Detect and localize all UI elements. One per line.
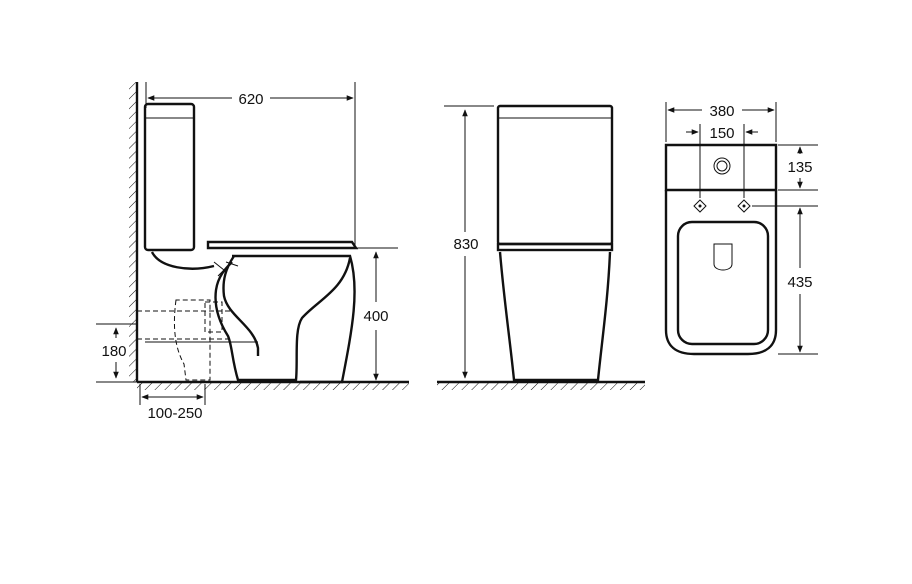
dim-wall-distance: 100-250: [139, 384, 206, 422]
dim-seat-height: 400: [356, 247, 398, 381]
dim-hole-spacing: 150: [686, 124, 758, 198]
dim-label-100-250: 100-250: [147, 405, 202, 422]
dim-total-height: 830: [444, 105, 494, 379]
dim-label-180: 180: [101, 343, 126, 360]
fixing-hole-left: [693, 199, 707, 213]
dim-width: 380: [665, 102, 777, 142]
floor-hatch-side: [137, 380, 409, 390]
side-view: 620 400 180 100-250: [96, 82, 409, 422]
dim-label-150: 150: [709, 125, 734, 142]
seat-front: [496, 242, 614, 252]
inlet-detail: [213, 261, 239, 277]
dim-outlet-height: 180: [96, 323, 137, 383]
bowl-body-side: [150, 251, 356, 384]
trapway-side: [214, 255, 352, 382]
bowl-opening-top: [676, 220, 770, 346]
seat-side: [206, 240, 359, 250]
dim-label-620: 620: [238, 91, 263, 108]
top-view: 380 150 135 435: [664, 102, 818, 356]
dim-tank-depth: 135: [778, 144, 818, 191]
dim-label-830: 830: [453, 236, 478, 253]
cistern-top: [664, 143, 778, 192]
front-view: 830: [437, 104, 645, 390]
dim-bowl-length: 435: [752, 205, 818, 355]
flush-button-icon: [713, 157, 731, 175]
cistern-side: [143, 102, 196, 252]
drain-top: [713, 243, 733, 271]
bowl-outline-top: [664, 190, 778, 356]
outlet-dashed: [137, 299, 230, 381]
fixing-hole-right: [737, 199, 751, 213]
wall-hatch: [129, 82, 139, 382]
dim-label-380: 380: [709, 103, 734, 120]
dim-label-135: 135: [787, 159, 812, 176]
dim-overall-depth: 620: [145, 82, 356, 248]
dim-label-435: 435: [787, 274, 812, 291]
pedestal-front: [498, 251, 612, 382]
dim-label-400: 400: [363, 308, 388, 325]
cistern-front: [496, 104, 614, 246]
floor-hatch-front: [437, 380, 645, 390]
